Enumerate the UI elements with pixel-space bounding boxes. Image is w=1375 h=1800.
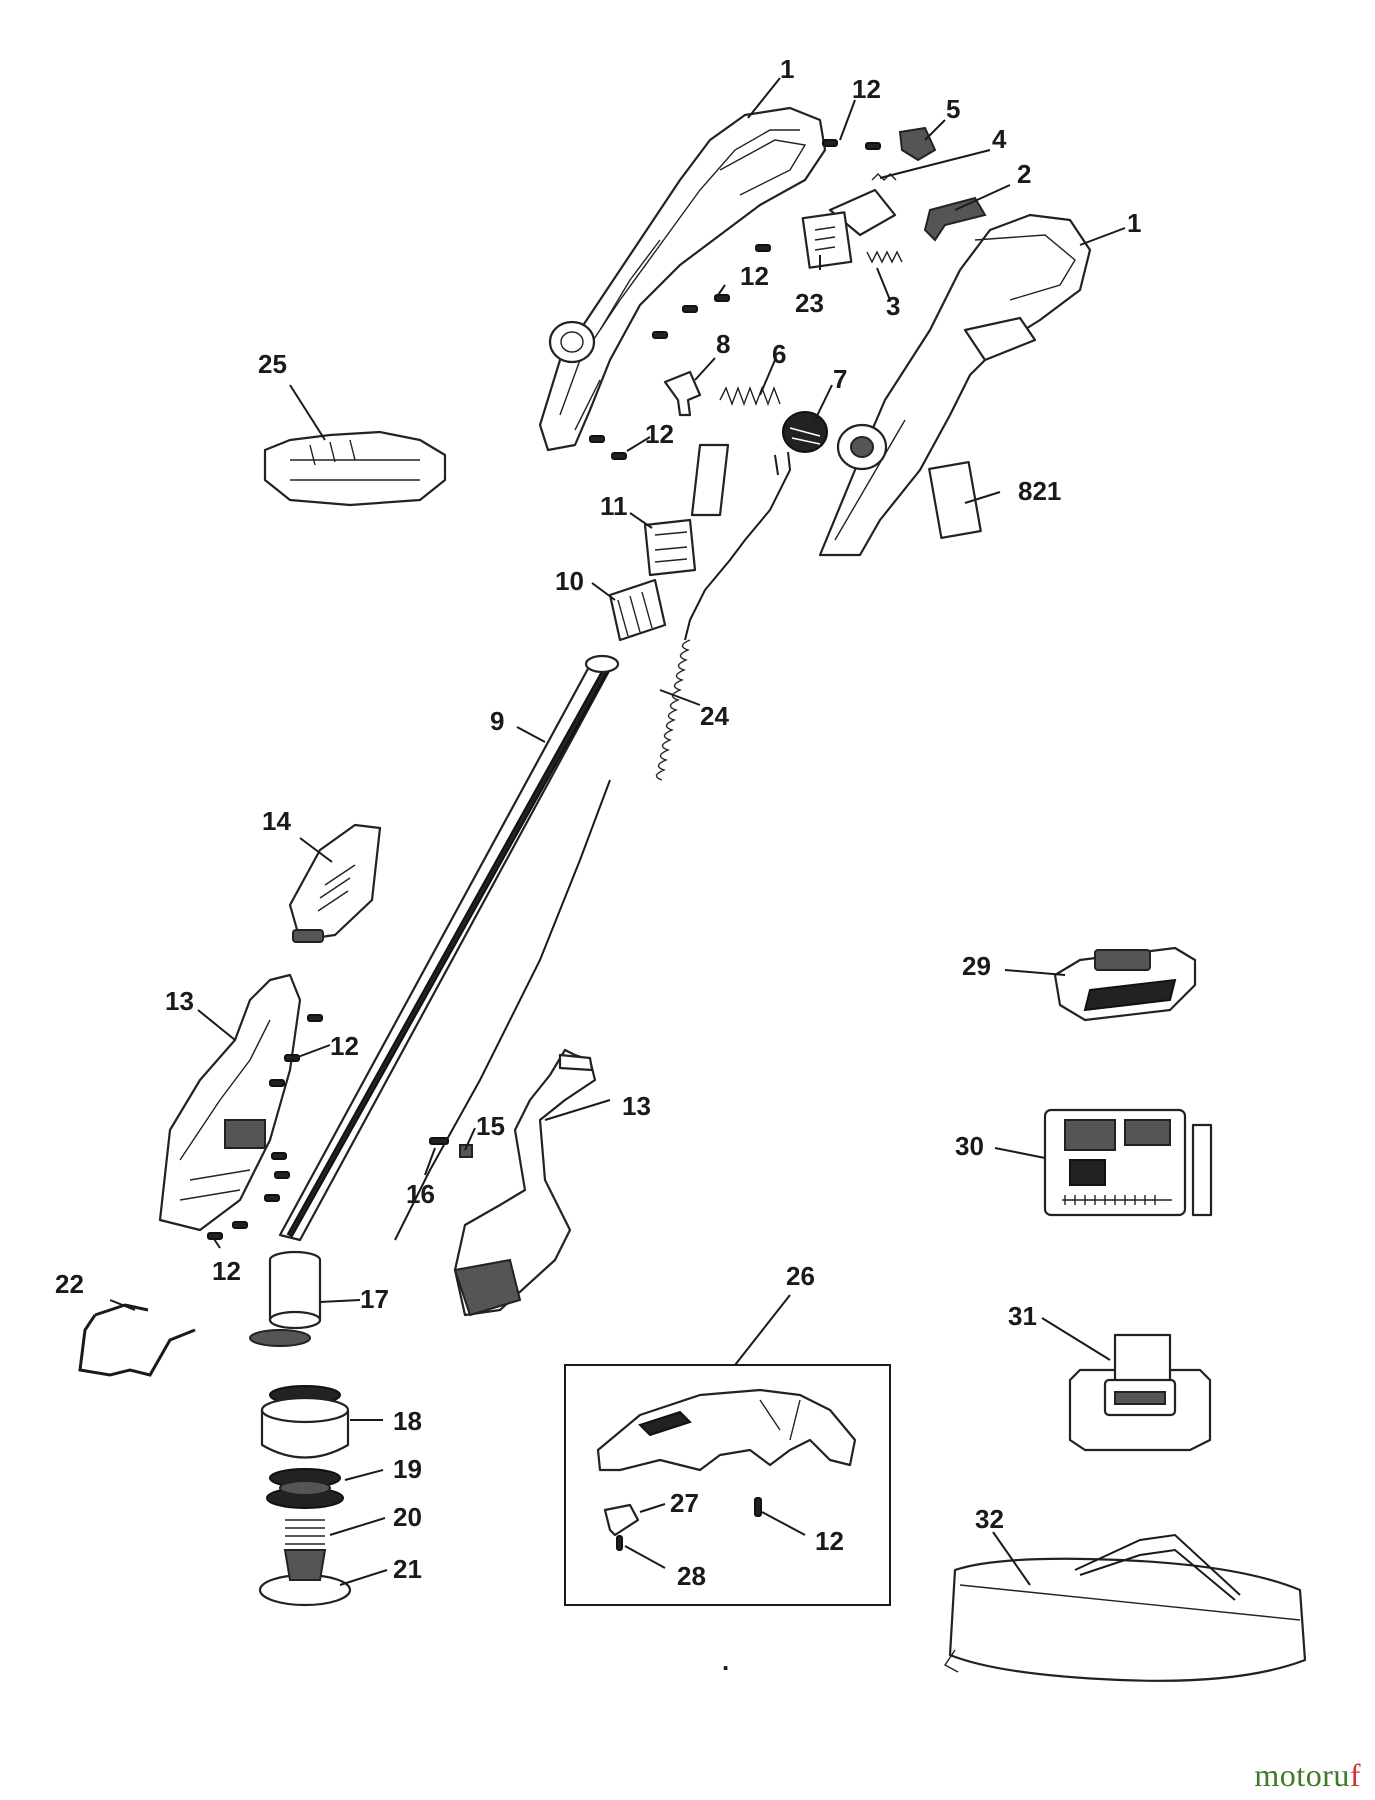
label-9: 9: [490, 706, 504, 736]
label-25: 25: [258, 349, 287, 379]
small-pin: [429, 1137, 449, 1145]
label-12-housing: 12: [330, 1031, 359, 1061]
label-18: 18: [393, 1406, 422, 1436]
cord-lower: [394, 779, 611, 1241]
small-spring: [871, 173, 897, 181]
label-16: 16: [406, 1179, 435, 1209]
shaft: [278, 654, 620, 1242]
label-7: 7: [833, 364, 847, 394]
brand-text-2: f: [1349, 1757, 1361, 1793]
switch-assembly: [801, 188, 897, 269]
label-30: 30: [955, 1131, 984, 1161]
label-12-bottom: 12: [212, 1256, 241, 1286]
leader-lines: [109, 77, 1126, 1586]
label-13-left: 13: [165, 986, 194, 1016]
trigger: [923, 196, 987, 242]
guard-screw: [754, 1497, 762, 1517]
blade-clip: [603, 1503, 640, 1537]
lock-button: [898, 126, 937, 162]
label-5: 5: [946, 94, 960, 124]
storage-bag: [943, 1533, 1307, 1682]
battery-pack: [1053, 946, 1197, 1022]
screws-top: [589, 139, 881, 460]
label-10: 10: [555, 566, 584, 596]
label-12-collar: 12: [645, 419, 674, 449]
label-sticker: [928, 460, 982, 540]
collar-parts: [663, 370, 828, 453]
label-15: 15: [476, 1111, 505, 1141]
screws-left: [207, 1014, 323, 1240]
tube-top: [608, 443, 730, 642]
label-11: 11: [600, 491, 628, 521]
charger: [1043, 1108, 1213, 1217]
coiled-cord: [655, 639, 691, 781]
label-12-mid: 12: [740, 261, 769, 291]
handle-half-left: [538, 106, 827, 452]
guard-assembly: [596, 1388, 857, 1472]
label-22: 22: [55, 1269, 84, 1299]
clip-screw: [616, 1535, 623, 1551]
housing-half-right: [453, 1048, 597, 1317]
label-1-right: 1: [1127, 208, 1141, 238]
label-1-left: 1: [780, 54, 794, 84]
label-24: 24: [700, 701, 729, 731]
label-17: 17: [360, 1284, 389, 1314]
brand-watermark: motoruf: [1254, 1757, 1361, 1794]
cord-upper: [684, 451, 792, 641]
brand-text-1: motoru: [1254, 1757, 1350, 1793]
label-29: 29: [962, 951, 991, 981]
label-26: 26: [786, 1261, 815, 1291]
label-4: 4: [992, 124, 1007, 154]
inset-box: [564, 1364, 891, 1606]
label-6: 6: [772, 339, 786, 369]
handle-half-right: [818, 213, 1092, 557]
label-12-top: 12: [852, 74, 881, 104]
label-3: 3: [886, 291, 900, 321]
label-821: 821: [1018, 476, 1061, 506]
label-19: 19: [393, 1454, 422, 1484]
small-nut: [459, 1144, 473, 1158]
label-27: 27: [670, 1488, 699, 1518]
part-labels: 1 12 5 4 2 1 12 23 3 25 8 6 7 12 821 11 …: [55, 54, 1141, 1676]
belt-clip: [1068, 1333, 1212, 1452]
motor-cover: [288, 823, 382, 943]
motor: [249, 1250, 322, 1347]
label-28: 28: [677, 1561, 706, 1591]
label-20: 20: [393, 1502, 422, 1532]
label-13-right: 13: [622, 1091, 651, 1121]
label-2: 2: [1017, 159, 1031, 189]
label-23: 23: [795, 288, 824, 318]
housing-half-left: [158, 973, 302, 1232]
trigger-spring: [866, 250, 903, 264]
auxiliary-handle: [263, 430, 447, 507]
label-32: 32: [975, 1504, 1004, 1534]
label-21: 21: [393, 1554, 422, 1584]
center-dot: .: [722, 1646, 729, 1676]
wire-bracket: [78, 1314, 196, 1377]
spool-stack: [258, 1385, 352, 1607]
label-12-inset: 12: [815, 1526, 844, 1556]
label-8: 8: [716, 329, 730, 359]
label-31: 31: [1008, 1301, 1037, 1331]
label-14: 14: [262, 806, 291, 836]
